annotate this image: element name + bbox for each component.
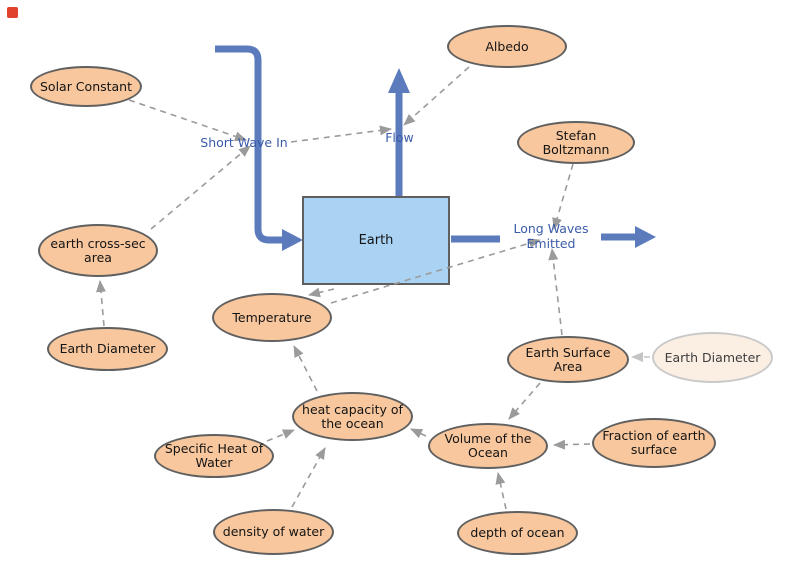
variable-temperature[interactable]: Temperature — [212, 293, 332, 342]
variable-density-of-water[interactable]: density of water — [213, 509, 334, 555]
link-density-of-water-to-heat-capacity[interactable] — [291, 447, 326, 508]
flow-pipe-flow[interactable] — [388, 68, 410, 196]
variable-solar-constant[interactable]: Solar Constant — [30, 66, 142, 107]
variable-fraction-of-earth-surface[interactable]: Fraction of earth surface — [592, 418, 716, 468]
short-wave-in-arrowhead-icon — [282, 229, 303, 251]
flow-pipe-long-waves-emitted[interactable] — [451, 226, 656, 248]
link-stefan-boltzmann-to-long-waves[interactable] — [552, 163, 574, 230]
link-volume-to-heat-capacity[interactable] — [410, 428, 427, 439]
link-heat-capacity-to-temperature[interactable] — [293, 345, 318, 392]
variable-albedo[interactable]: Albedo — [447, 25, 567, 68]
link-earth-surface-area-to-long-waves[interactable] — [548, 248, 563, 336]
short-wave-in-pipe[interactable] — [215, 45, 283, 244]
link-short-wave-in-to-flow[interactable] — [290, 125, 392, 143]
link-depth-of-ocean-to-volume[interactable] — [495, 472, 507, 510]
stock-earth[interactable]: Earth — [302, 196, 450, 285]
variable-earth-surface-area[interactable]: Earth Surface Area — [507, 336, 629, 383]
variable-earth-diameter[interactable]: Earth Diameter — [47, 327, 168, 371]
variable-volume-of-the-ocean[interactable]: Volume of the Ocean — [428, 423, 548, 469]
link-solar-constant-to-short-wave-in[interactable] — [128, 99, 247, 142]
red-marker — [7, 7, 18, 18]
link-earth-surface-area-to-volume[interactable] — [508, 382, 541, 420]
flow-pipe-short-wave-in[interactable] — [215, 45, 303, 251]
flow-label-short-wave-in[interactable]: Short Wave In — [200, 135, 288, 150]
flow-label-flow[interactable]: Flow — [385, 130, 414, 145]
variable-earth-cross-sec-area[interactable]: earth cross-sec area — [38, 224, 158, 277]
variable-earth-diameter-ghost[interactable]: Earth Diameter — [652, 332, 773, 383]
variable-specific-heat-of-water[interactable]: Specific Heat of Water — [154, 434, 274, 478]
long-waves-arrowhead-icon — [635, 226, 656, 248]
flow-arrowhead-icon — [388, 68, 410, 93]
link-albedo-to-flow[interactable] — [403, 66, 470, 126]
variable-heat-capacity-of-the-ocean[interactable]: heat capacity of the ocean — [292, 392, 413, 441]
flow-label-long-waves-emitted[interactable]: Long Waves Emitted — [513, 221, 589, 252]
variable-depth-of-ocean[interactable]: depth of ocean — [457, 511, 578, 555]
link-earth-to-temperature[interactable] — [308, 287, 335, 298]
link-earth-diameter-to-earth-cross-sec-area[interactable] — [95, 280, 106, 327]
link-fraction-of-earth-surface-to-volume[interactable] — [553, 439, 591, 450]
link-earth-cross-sec-area-to-short-wave-in[interactable] — [150, 145, 251, 230]
link-temperature-to-long-waves[interactable] — [330, 238, 541, 304]
variable-stefan-boltzmann[interactable]: Stefan Boltzmann — [517, 121, 635, 164]
link-specific-heat-to-heat-capacity[interactable] — [266, 429, 295, 442]
